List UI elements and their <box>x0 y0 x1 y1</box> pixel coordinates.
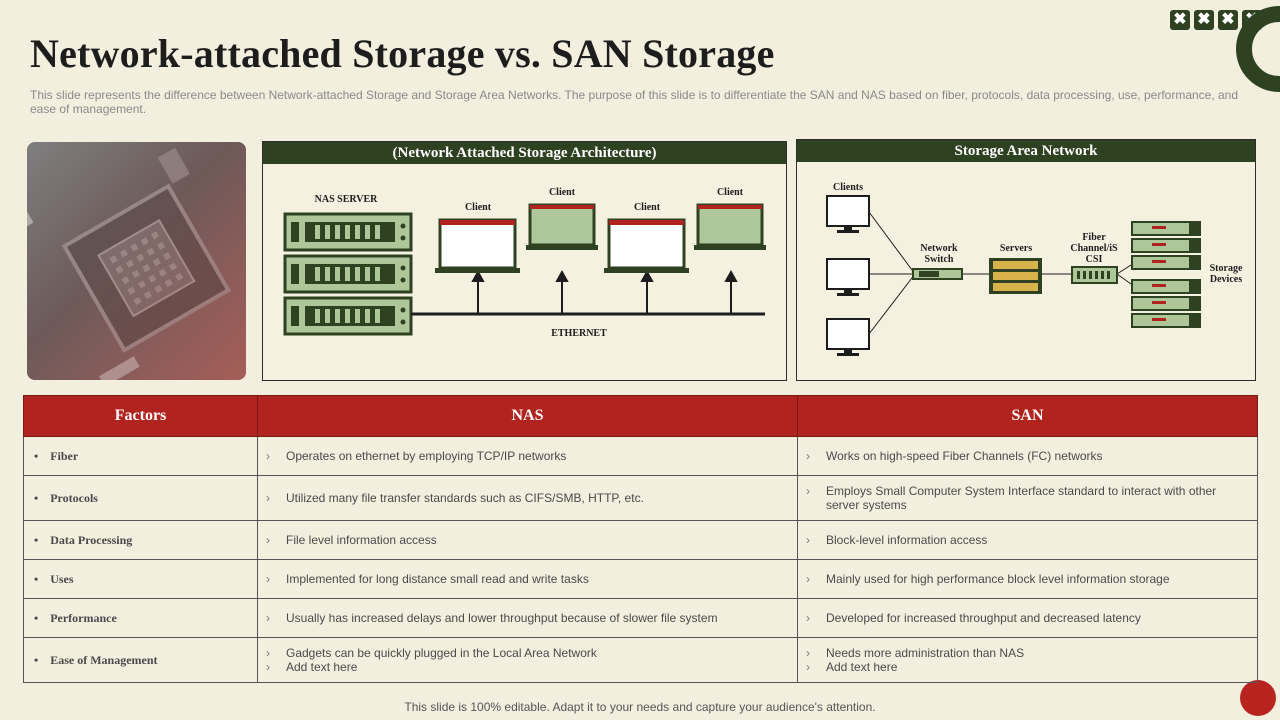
x-icon: ✖ <box>1218 10 1238 30</box>
client-label: Client <box>464 202 492 213</box>
table-row: •Ease of Management ›Gadgets can be quic… <box>23 637 1258 683</box>
san-cell: ›Developed for increased throughput and … <box>797 598 1258 638</box>
client-monitor-icon <box>826 195 870 233</box>
san-panel-heading: Storage Area Network <box>797 140 1255 162</box>
client-laptop-icon <box>694 203 766 250</box>
nas-server-label: NAS SERVER <box>314 194 378 205</box>
client-laptop-icon <box>526 203 598 250</box>
san-panel: Storage Area Network <box>796 139 1256 381</box>
table-row: •Data Processing ›File level information… <box>23 520 1258 560</box>
header-factors: Factors <box>23 395 258 437</box>
nas-cell: ›Operates on ethernet by employing TCP/I… <box>257 436 798 476</box>
san-cell: ›Mainly used for high performance block … <box>797 559 1258 599</box>
ethernet-label: ETHERNET <box>551 328 607 339</box>
client-label: Client <box>548 187 576 198</box>
nas-architecture-panel: (Network Attached Storage Architecture) <box>262 141 787 381</box>
header-san: SAN <box>797 395 1258 437</box>
storage-devices-label: Storage Devices <box>1209 263 1243 285</box>
footer-note: This slide is 100% editable. Adapt it to… <box>404 700 876 714</box>
fiber-channel-label: Fiber Channel/iS CSI <box>1070 232 1118 265</box>
client-laptop-icon <box>604 218 689 273</box>
client-monitor-icon <box>826 258 870 296</box>
nas-cell: ›Utilized many file transfer standards s… <box>257 475 798 521</box>
nas-panel-heading: (Network Attached Storage Architecture) <box>263 142 786 164</box>
factor-cell: •Fiber <box>23 436 258 476</box>
servers-label: Servers <box>999 243 1033 254</box>
nas-diagram <box>283 203 766 336</box>
page-title: Network-attached Storage vs. SAN Storage <box>30 31 775 76</box>
storage-devices-icon <box>1131 221 1201 328</box>
page-subtitle: This slide represents the difference bet… <box>30 88 1239 116</box>
factor-cell: •Protocols <box>23 475 258 521</box>
client-laptop-icon <box>435 218 520 273</box>
clients-label: Clients <box>833 182 863 193</box>
header-nas: NAS <box>257 395 798 437</box>
san-diagram <box>826 195 1201 356</box>
table-row: •Protocols ›Utilized many file transfer … <box>23 475 1258 521</box>
x-icon: ✖ <box>1194 10 1214 30</box>
network-switch-icon <box>912 268 963 280</box>
san-cell: ›Employs Small Computer System Interface… <box>797 475 1258 521</box>
table-row: •Uses ›Implemented for long distance sma… <box>23 559 1258 599</box>
fiber-channel-icon <box>1071 266 1118 284</box>
nas-cell: ›File level information access <box>257 520 798 560</box>
client-monitor-icon <box>826 318 870 356</box>
client-label: Client <box>633 202 661 213</box>
factor-cell: •Data Processing <box>23 520 258 560</box>
san-cell: ›Block-level information access <box>797 520 1258 560</box>
san-cell: ›Works on high-speed Fiber Channels (FC)… <box>797 436 1258 476</box>
table-row: •Fiber ›Operates on ethernet by employin… <box>23 436 1258 476</box>
decorative-dot <box>1240 680 1276 716</box>
nas-cell: ›Gadgets can be quickly plugged in the L… <box>257 637 798 683</box>
network-switch-label: Network Switch <box>920 243 958 265</box>
nas-cell: ›Usually has increased delays and lower … <box>257 598 798 638</box>
client-label: Client <box>716 187 744 198</box>
factor-cell: •Performance <box>23 598 258 638</box>
server-icon <box>989 258 1042 294</box>
x-icon: ✖ <box>1170 10 1190 30</box>
table-row: •Performance ›Usually has increased dela… <box>23 598 1258 638</box>
nas-server-icon <box>283 212 413 336</box>
factor-cell: •Ease of Management <box>23 637 258 683</box>
cpu-socket-photo <box>27 142 246 380</box>
san-cell: ›Needs more administration than NAS ›Add… <box>797 637 1258 683</box>
nas-cell: ›Implemented for long distance small rea… <box>257 559 798 599</box>
comparison-table: Factors NAS SAN •Fiber ›Operates on ethe… <box>23 395 1258 683</box>
table-header-row: Factors NAS SAN <box>23 395 1258 437</box>
factor-cell: •Uses <box>23 559 258 599</box>
